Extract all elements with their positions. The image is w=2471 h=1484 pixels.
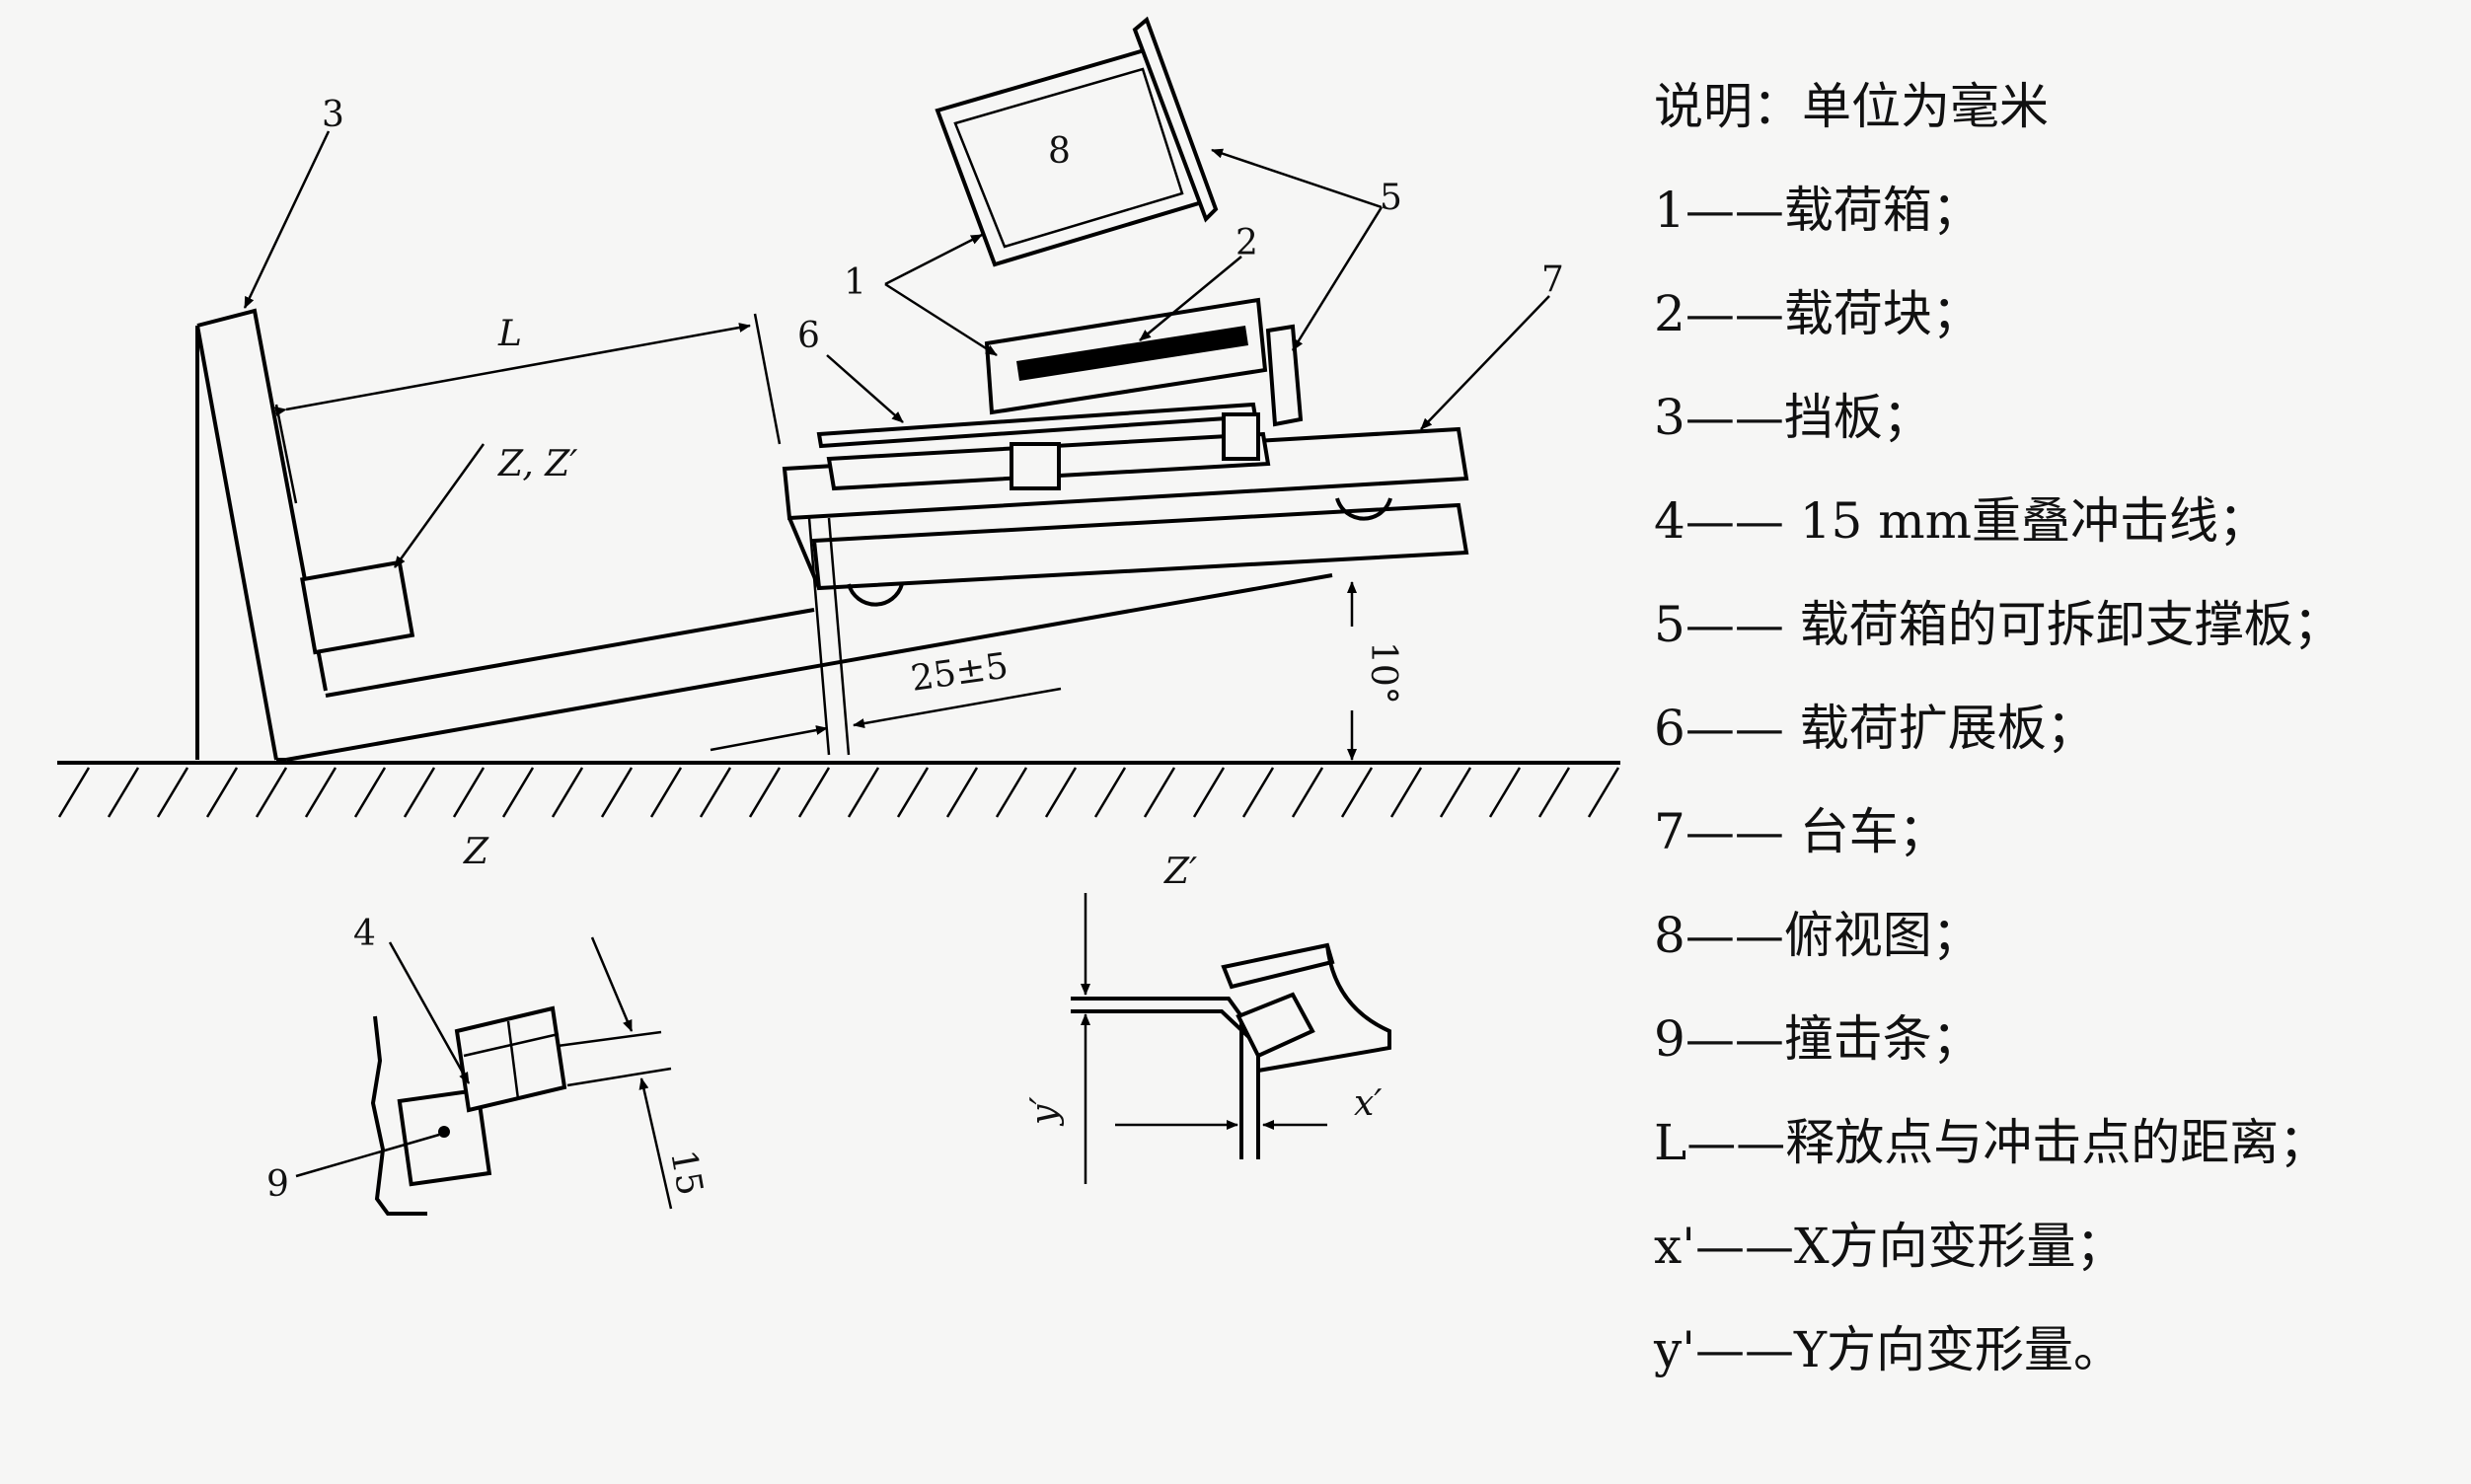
dimension-l: [274, 313, 782, 504]
label-6: 6: [797, 316, 820, 356]
impact-block: [300, 559, 415, 655]
load-block: [1016, 326, 1248, 381]
label-4: 4: [353, 914, 376, 954]
legend-item: 6—— 载荷扩展板；: [1654, 700, 2096, 757]
load-box: [826, 297, 1304, 491]
label-5: 5: [1380, 178, 1402, 218]
label-x-prime: x′: [1354, 1083, 1382, 1124]
label-z-prime: Z′: [1163, 852, 1197, 892]
label-3: 3: [322, 95, 344, 135]
label-15: 15: [662, 1147, 710, 1198]
legend-item: x'——X方向变形量；: [1654, 1218, 2126, 1275]
ground: [57, 761, 1620, 818]
label-y-prime: y′: [1024, 1096, 1065, 1127]
dimension-gap: [710, 517, 1062, 756]
legend-item: 3——挡板；: [1654, 389, 1932, 446]
label-gap: 25±5: [909, 646, 1011, 700]
label-1: 1: [844, 262, 866, 303]
label-l: L: [497, 314, 522, 354]
legend: 说明：单位为毫米 1——载荷箱； 2——载荷块； 3——挡板； 4—— 15 m…: [1654, 69, 2343, 1416]
legend-item: y'——Y方向变形量。: [1654, 1321, 2124, 1378]
top-view: [935, 16, 1219, 267]
legend-item: 1——载荷箱；: [1654, 182, 1982, 239]
label-z: Z: [463, 832, 489, 872]
ground-hatching: [57, 767, 1620, 818]
label-8: 8: [1048, 131, 1071, 172]
legend-item: 9——撞击条；: [1654, 1010, 1982, 1068]
barrier: [195, 308, 328, 762]
legend-item: L——释放点与冲击点的距离；: [1654, 1114, 2329, 1171]
legend-item: 4—— 15 mm重叠冲击线；: [1654, 492, 2269, 550]
detail-z-prime: [1071, 893, 1391, 1184]
label-angle: 10°: [1363, 641, 1403, 705]
legend-item: 2——载荷块；: [1654, 285, 1982, 342]
legend-title: 说明：单位为毫米: [1654, 78, 2049, 135]
detail-z: [295, 936, 673, 1216]
label-2: 2: [1236, 223, 1258, 263]
ramp: [285, 573, 1333, 762]
label-9: 9: [266, 1164, 289, 1205]
label-z-zprime: Z, Z′: [497, 444, 577, 484]
legend-item: 5—— 载荷箱的可拆卸支撑板；: [1654, 596, 2343, 653]
legend-item: 7—— 台车；: [1654, 803, 1948, 860]
legend-item: 8——俯视图；: [1654, 907, 1982, 964]
label-7: 7: [1541, 260, 1564, 300]
leaders: [243, 130, 1550, 568]
